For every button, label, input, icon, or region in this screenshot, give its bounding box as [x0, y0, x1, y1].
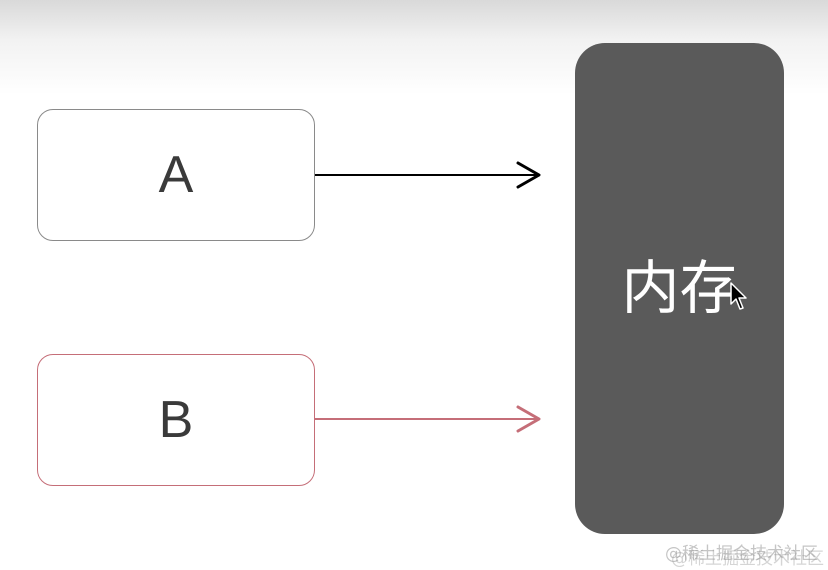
watermark: @稀土掘金技术社区 @稀土掘金技术社区: [665, 539, 824, 569]
node-a-label: A: [158, 146, 194, 204]
arrow-a-head: [516, 161, 541, 189]
node-b: B: [37, 354, 315, 486]
arrow-b-head: [516, 405, 541, 433]
watermark-text: @稀土掘金技术社区: [665, 544, 818, 564]
node-a: A: [37, 109, 315, 241]
watermark-shadow: @稀土掘金技术社区: [671, 549, 824, 569]
mouse-cursor-icon: [730, 282, 747, 310]
arrow-a-to-memory: [315, 161, 541, 189]
node-b-label: B: [158, 391, 194, 449]
memory-label: 内存: [621, 253, 738, 322]
arrow-b-to-memory: [315, 405, 541, 433]
memory-block: 内存: [575, 43, 784, 534]
